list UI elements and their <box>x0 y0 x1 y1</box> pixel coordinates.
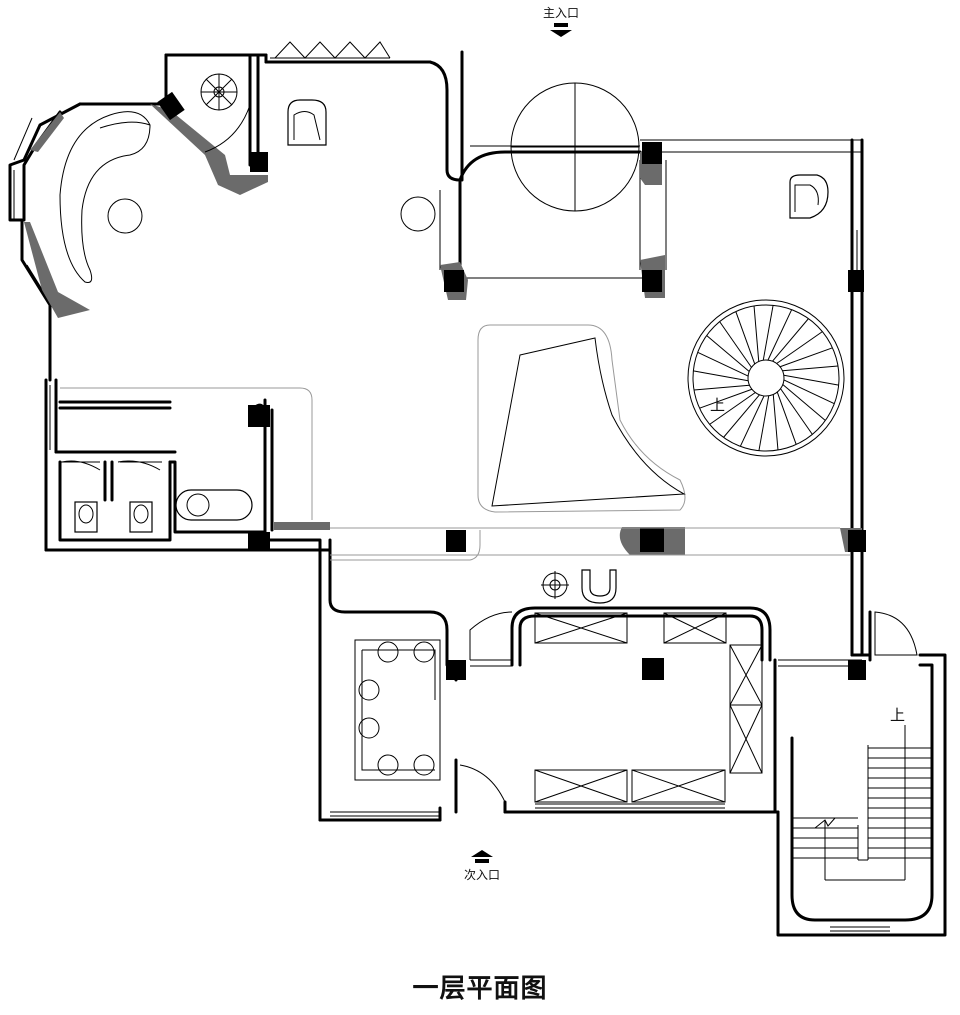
drawing-title: 一层平面图 <box>412 974 548 1004</box>
column <box>848 530 866 552</box>
column <box>248 532 270 550</box>
revolving-door <box>510 82 640 212</box>
column <box>848 660 866 680</box>
door-swings <box>61 104 918 803</box>
plant-icon <box>200 73 238 111</box>
arrow-up-icon <box>471 850 493 857</box>
secondary-entrance-label: 次入口 <box>464 868 500 882</box>
interior-walls <box>58 53 772 814</box>
hatched-areas <box>24 104 862 555</box>
column <box>642 142 662 164</box>
column <box>642 658 664 680</box>
toilet-icon <box>74 501 98 533</box>
spiral-stair-up-label: 上 <box>710 396 725 414</box>
toilet-icon <box>129 501 153 533</box>
column <box>446 530 466 552</box>
entrance-bar-icon <box>554 23 568 27</box>
armchair-icon <box>287 99 327 146</box>
feature-wall-shape <box>491 337 686 507</box>
chair-icon <box>581 569 617 604</box>
column <box>446 660 466 680</box>
guide-lines <box>60 324 850 561</box>
column <box>157 91 185 121</box>
service-staircase <box>792 725 932 881</box>
structural-columns <box>157 91 866 680</box>
column <box>642 270 662 292</box>
column <box>640 528 664 552</box>
main-entrance-label: 主入口 <box>543 6 579 20</box>
main-entrance-marker: 主入口 <box>543 6 579 37</box>
column <box>848 270 864 292</box>
kitchen-cabinets <box>534 612 763 803</box>
column <box>248 405 270 427</box>
sink-counter <box>175 489 253 521</box>
arrow-down-icon <box>550 30 572 37</box>
entrance-bar-icon <box>475 859 489 863</box>
spiral-staircase <box>687 299 845 457</box>
secondary-entrance-marker: 次入口 <box>464 850 500 882</box>
column <box>444 270 464 292</box>
armchair-icon <box>789 174 829 219</box>
column <box>250 152 268 172</box>
lounge-seating <box>59 111 436 283</box>
service-stair-up-label: 上 <box>890 706 905 724</box>
dining-booth <box>354 639 441 781</box>
floor-drain-icon <box>541 571 569 599</box>
